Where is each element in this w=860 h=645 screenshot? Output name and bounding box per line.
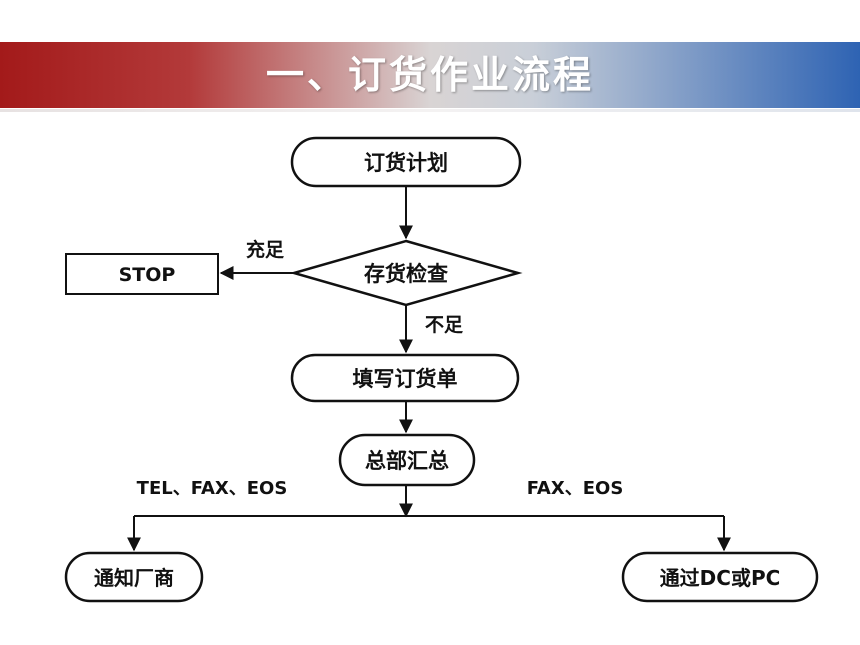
- node-via-dc-pc: 通过DC或PC: [621, 551, 819, 603]
- node-stop-label: STOP: [119, 264, 176, 286]
- node-via-dc-pc-label: 通过DC或PC: [660, 566, 781, 590]
- edge-label-insufficient: 不足: [425, 314, 464, 336]
- edge-label-left-channels: TEL、FAX、EOS: [137, 478, 288, 499]
- node-fill-order-form-label: 填写订货单: [353, 367, 458, 391]
- node-notify-vendor-label: 通知厂商: [94, 566, 174, 590]
- edge-label-right-channels: FAX、EOS: [527, 478, 624, 499]
- node-order-plan: 订货计划: [290, 136, 522, 188]
- node-notify-vendor: 通知厂商: [64, 551, 204, 603]
- node-fill-order-form: 填写订货单: [290, 353, 520, 403]
- node-hq-summary-label: 总部汇总: [365, 449, 449, 473]
- node-hq-summary: 总部汇总: [338, 433, 476, 487]
- node-order-plan-label: 订货计划: [364, 151, 448, 175]
- page-title: 一、订货作业流程: [265, 53, 594, 97]
- edge-label-sufficient: 充足: [246, 238, 285, 261]
- node-stop: STOP: [65, 253, 219, 295]
- node-inventory-check: 存货检查: [289, 239, 523, 307]
- title-banner: 一、订货作业流程: [0, 42, 860, 112]
- node-inventory-check-label: 存货检查: [364, 262, 448, 286]
